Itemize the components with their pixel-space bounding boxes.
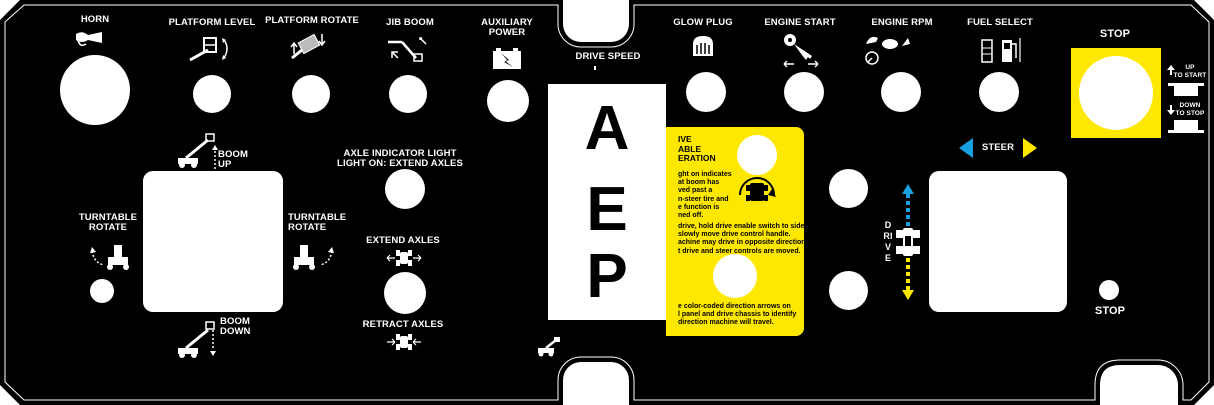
jib-boom-switch[interactable] (389, 75, 427, 113)
drive-steer-joystick-opening[interactable] (929, 171, 1067, 312)
platform-level-switch[interactable] (193, 75, 231, 113)
engine-rpm-switch[interactable] (881, 72, 921, 112)
battery-power-icon (493, 48, 521, 69)
engine-rpm-label: ENGINE RPM (871, 17, 933, 28)
axle-indicator-label: AXLE INDICATOR LIGHT LIGHT ON: EXTEND AX… (337, 148, 463, 169)
drive-enable-para-2: drive, hold drive enable switch to side … (678, 223, 804, 255)
stop-small-label: STOP (1094, 305, 1126, 317)
down-arrow-icon (210, 330, 216, 356)
switch-position-icon (1168, 120, 1204, 133)
platform-rotate-switch[interactable] (292, 75, 330, 113)
drive-direction-icon (896, 184, 920, 300)
aep-label-card: A E P (548, 84, 666, 320)
steer-right-arrow-icon (1023, 138, 1037, 158)
boom-up-label: BOOM UP (218, 149, 248, 170)
drive-enable-rotation-icon (739, 177, 776, 201)
glow-plug-label: GLOW PLUG (673, 17, 733, 28)
steer-left-light (829, 169, 868, 208)
turntable-rotate-right-label: TURNTABLE ROTATE (288, 212, 347, 233)
platform-level-icon (189, 37, 228, 62)
extend-axles-icon (386, 250, 422, 266)
engine-start-label: ENGINE START (764, 17, 836, 28)
engine-start-switch[interactable] (784, 72, 824, 112)
fuel-select-switch[interactable] (979, 72, 1019, 112)
retract-axles-label: RETRACT AXLES (362, 319, 444, 330)
turntable-indicator-light (90, 279, 114, 303)
down-to-stop-label: DOWN TO STOP (1175, 102, 1205, 117)
drive-enable-para-3: e color-coded direction arrows on l pane… (678, 303, 797, 327)
glow-plug-switch[interactable] (686, 72, 726, 112)
drive-enable-title: IVE ABLE ERATION (678, 134, 716, 163)
horn-label: HORN (80, 14, 110, 25)
stop-indicator-light (1099, 280, 1119, 300)
aep-letter-a: A (584, 94, 630, 163)
fuel-select-label: FUEL SELECT (967, 17, 1033, 28)
part-number-label: 82194 (1116, 391, 1136, 398)
jib-boom-icon (388, 37, 427, 62)
turntable-rotate-right-icon (293, 245, 334, 270)
horn-button[interactable] (60, 55, 130, 125)
turntable-rotate-left-label: TURNTABLE ROTATE (78, 212, 138, 233)
turntable-rotate-left-icon (90, 245, 129, 270)
engine-rpm-icon (865, 36, 910, 65)
jib-boom-label: JIB BOOM (386, 17, 434, 28)
axle-indicator-light (385, 169, 425, 209)
drive-enable-switch[interactable] (713, 254, 757, 298)
auxiliary-power-label: AUXILIARY POWER (481, 17, 533, 38)
platform-level-label: PLATFORM LEVEL (168, 17, 256, 28)
extend-axles-label: EXTEND AXLES (366, 235, 440, 246)
steer-right-light (829, 271, 868, 310)
aep-letter-p: P (586, 242, 628, 311)
fuel-select-icon (981, 38, 1021, 63)
axle-extend-retract-switch[interactable] (384, 272, 426, 314)
boom-down-label: BOOM DOWN (220, 316, 251, 337)
stop-label: STOP (1099, 28, 1131, 40)
boom-up-icon (178, 133, 215, 168)
emergency-stop-button[interactable] (1079, 56, 1153, 130)
up-arrow-icon (212, 145, 218, 171)
drive-enable-decal: IVE ABLE ERATION ght on indicates at boo… (666, 127, 804, 336)
up-arrow-icon (1167, 65, 1175, 75)
aep-letter-e: E (586, 175, 628, 244)
horn-icon (76, 32, 102, 47)
machine-icon (538, 337, 560, 357)
drive-enable-para-1: ght on indicates at boom has ved past a … (678, 171, 732, 220)
auxiliary-power-switch[interactable] (487, 80, 529, 122)
down-arrow-icon (1167, 105, 1175, 115)
drive-speed-label: DRIVE SPEED (575, 51, 641, 62)
up-to-start-label: UP TO START (1173, 64, 1207, 79)
drive-enable-indicator-light (737, 135, 777, 175)
boom-down-icon (178, 321, 215, 358)
steer-left-arrow-icon (959, 138, 973, 158)
boom-joystick-opening[interactable] (143, 171, 283, 312)
steer-label: STEER (981, 142, 1015, 153)
retract-axles-icon (387, 334, 421, 350)
platform-rotate-icon (290, 33, 326, 60)
drive-label: DRIVE (883, 220, 893, 263)
glow-plug-icon (693, 36, 713, 56)
ignition-key-icon (783, 34, 819, 68)
switch-position-icon (1168, 83, 1204, 96)
platform-rotate-label: PLATFORM ROTATE (265, 15, 359, 26)
